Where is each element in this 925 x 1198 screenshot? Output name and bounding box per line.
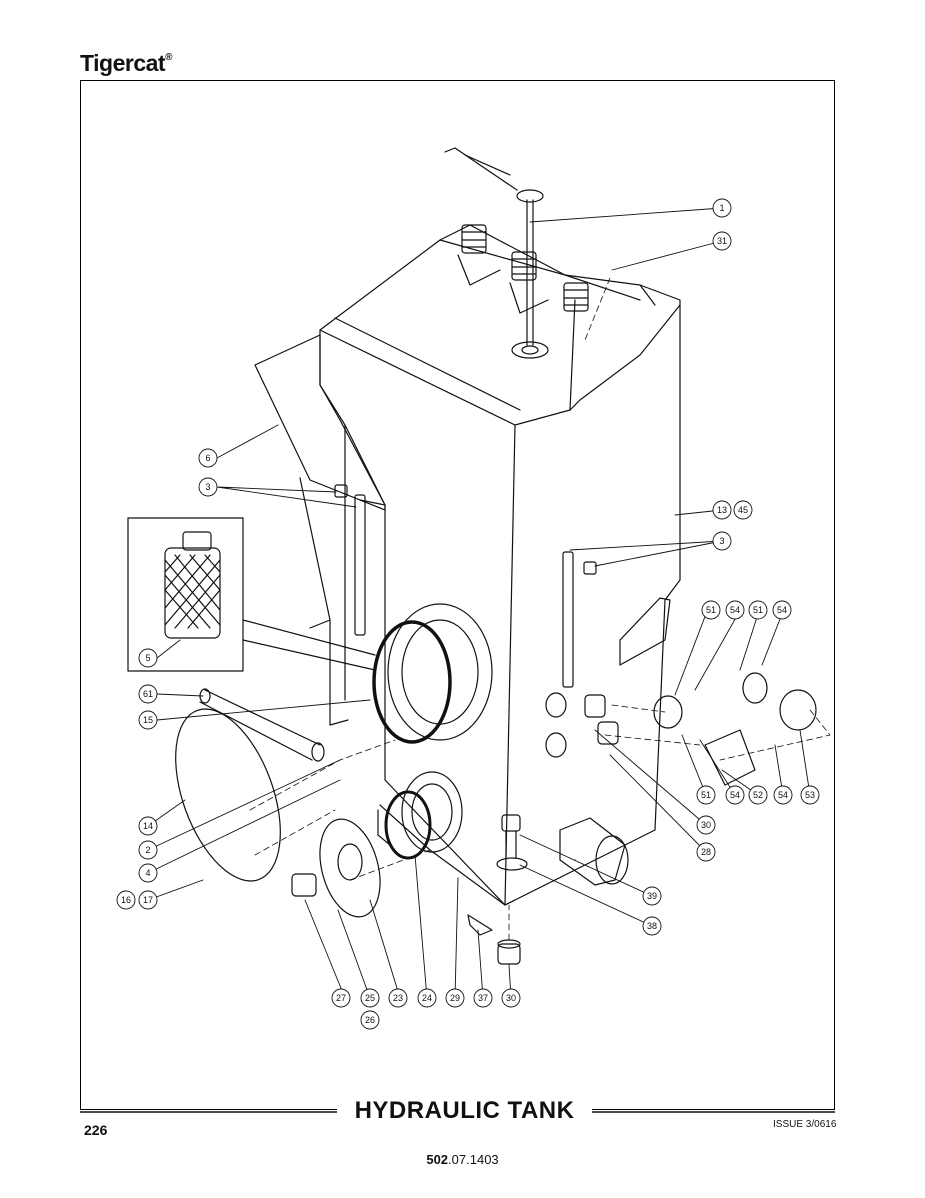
callout-bubble xyxy=(642,916,662,936)
tank-body xyxy=(254,224,681,906)
callout-label: 51 xyxy=(753,605,763,615)
callout-bubble xyxy=(360,988,380,1008)
callout-bubble xyxy=(473,988,493,1008)
callout-label: 14 xyxy=(143,821,153,831)
callout-bubble xyxy=(138,648,158,668)
callout-bubble xyxy=(696,842,716,862)
callout-label: 51 xyxy=(706,605,716,615)
callout-label: 4 xyxy=(145,868,150,878)
document-number: 502.07.1403 xyxy=(0,1152,925,1167)
top-ports xyxy=(457,224,656,314)
callout-label: 54 xyxy=(730,605,740,615)
callout-bubble xyxy=(417,988,437,1008)
callout-label: 23 xyxy=(393,993,403,1003)
callout-label: 5 xyxy=(145,653,150,663)
suction-flange xyxy=(372,603,493,860)
callout-label: 30 xyxy=(506,993,516,1003)
callout-bubble xyxy=(388,988,408,1008)
callout-bubble xyxy=(712,198,732,218)
callout-label: 15 xyxy=(143,715,153,725)
callout-bubble xyxy=(712,531,732,551)
callout-label: 29 xyxy=(450,993,460,1003)
brand-name: Tigercat xyxy=(80,50,166,76)
filter-inset xyxy=(127,517,376,672)
callout-bubble xyxy=(696,815,716,835)
callout-bubble xyxy=(642,886,662,906)
callout-bubble xyxy=(501,988,521,1008)
callout-bubble xyxy=(772,600,792,620)
return-cap xyxy=(559,817,629,886)
callout-label: 27 xyxy=(336,993,346,1003)
brand-logo: Tigercat® xyxy=(80,50,172,77)
callout-bubble xyxy=(138,684,158,704)
level-sender xyxy=(444,147,549,359)
brand-mark: ® xyxy=(165,52,172,63)
callout-bubble xyxy=(701,600,721,620)
callout-bubble xyxy=(138,863,158,883)
callout-bubble xyxy=(725,600,745,620)
callout-bubble xyxy=(198,448,218,468)
callout-bubble xyxy=(800,785,820,805)
callout-label: 51 xyxy=(701,790,711,800)
callout-label: 16 xyxy=(121,895,131,905)
callout-bubble xyxy=(360,1010,380,1030)
callout-bubble xyxy=(748,600,768,620)
callout-bubble xyxy=(712,500,732,520)
callout-bubble xyxy=(773,785,793,805)
callout-label: 28 xyxy=(701,847,711,857)
callout-label: 17 xyxy=(143,895,153,905)
callout-bubble xyxy=(725,785,745,805)
callout-bubble xyxy=(138,840,158,860)
sight-gauges xyxy=(334,484,597,688)
callout-bubble xyxy=(138,816,158,836)
callout-label: 45 xyxy=(738,505,748,515)
callout-label: 53 xyxy=(805,790,815,800)
callout-bubble xyxy=(696,785,716,805)
callout-label: 54 xyxy=(778,790,788,800)
doc-number-rest: .07.1403 xyxy=(448,1152,499,1167)
callout-label: 31 xyxy=(717,236,727,246)
callout-label: 39 xyxy=(647,891,657,901)
callout-label: 13 xyxy=(717,505,727,515)
callout-label: 52 xyxy=(753,790,763,800)
callout-bubble xyxy=(138,890,158,910)
callout-label: 2 xyxy=(145,845,150,855)
callout-bubble xyxy=(331,988,351,1008)
callout-label: 3 xyxy=(205,482,210,492)
callout-bubble xyxy=(138,710,158,730)
callout-label: 26 xyxy=(365,1015,375,1025)
callout-label: 25 xyxy=(365,993,375,1003)
callout-bubble xyxy=(748,785,768,805)
doc-number-bold: 502 xyxy=(426,1152,449,1167)
callout-label: 61 xyxy=(143,689,153,699)
centerlines xyxy=(249,277,831,941)
page-title: HYDRAULIC TANK xyxy=(337,1097,592,1125)
callout-bubble xyxy=(712,231,732,251)
callout-label: 54 xyxy=(730,790,740,800)
callout-bubble xyxy=(198,477,218,497)
callout-label: 38 xyxy=(647,921,657,931)
callout-label: 6 xyxy=(205,453,210,463)
callout-bubble xyxy=(116,890,136,910)
page-number: 226 xyxy=(84,1122,108,1138)
leader-lines xyxy=(147,207,811,999)
issue-label: ISSUE 3/0616 xyxy=(773,1119,837,1130)
callout-bubble xyxy=(733,500,753,520)
callout-bubble xyxy=(445,988,465,1008)
callout-label: 54 xyxy=(777,605,787,615)
callout-label: 1 xyxy=(719,203,724,213)
callout-label: 3 xyxy=(719,536,724,546)
callout-label: 30 xyxy=(701,820,711,830)
diffuser-tube xyxy=(199,688,325,762)
callout-label: 37 xyxy=(478,993,488,1003)
drain-bolts xyxy=(467,814,528,965)
callout-label: 24 xyxy=(422,993,432,1003)
